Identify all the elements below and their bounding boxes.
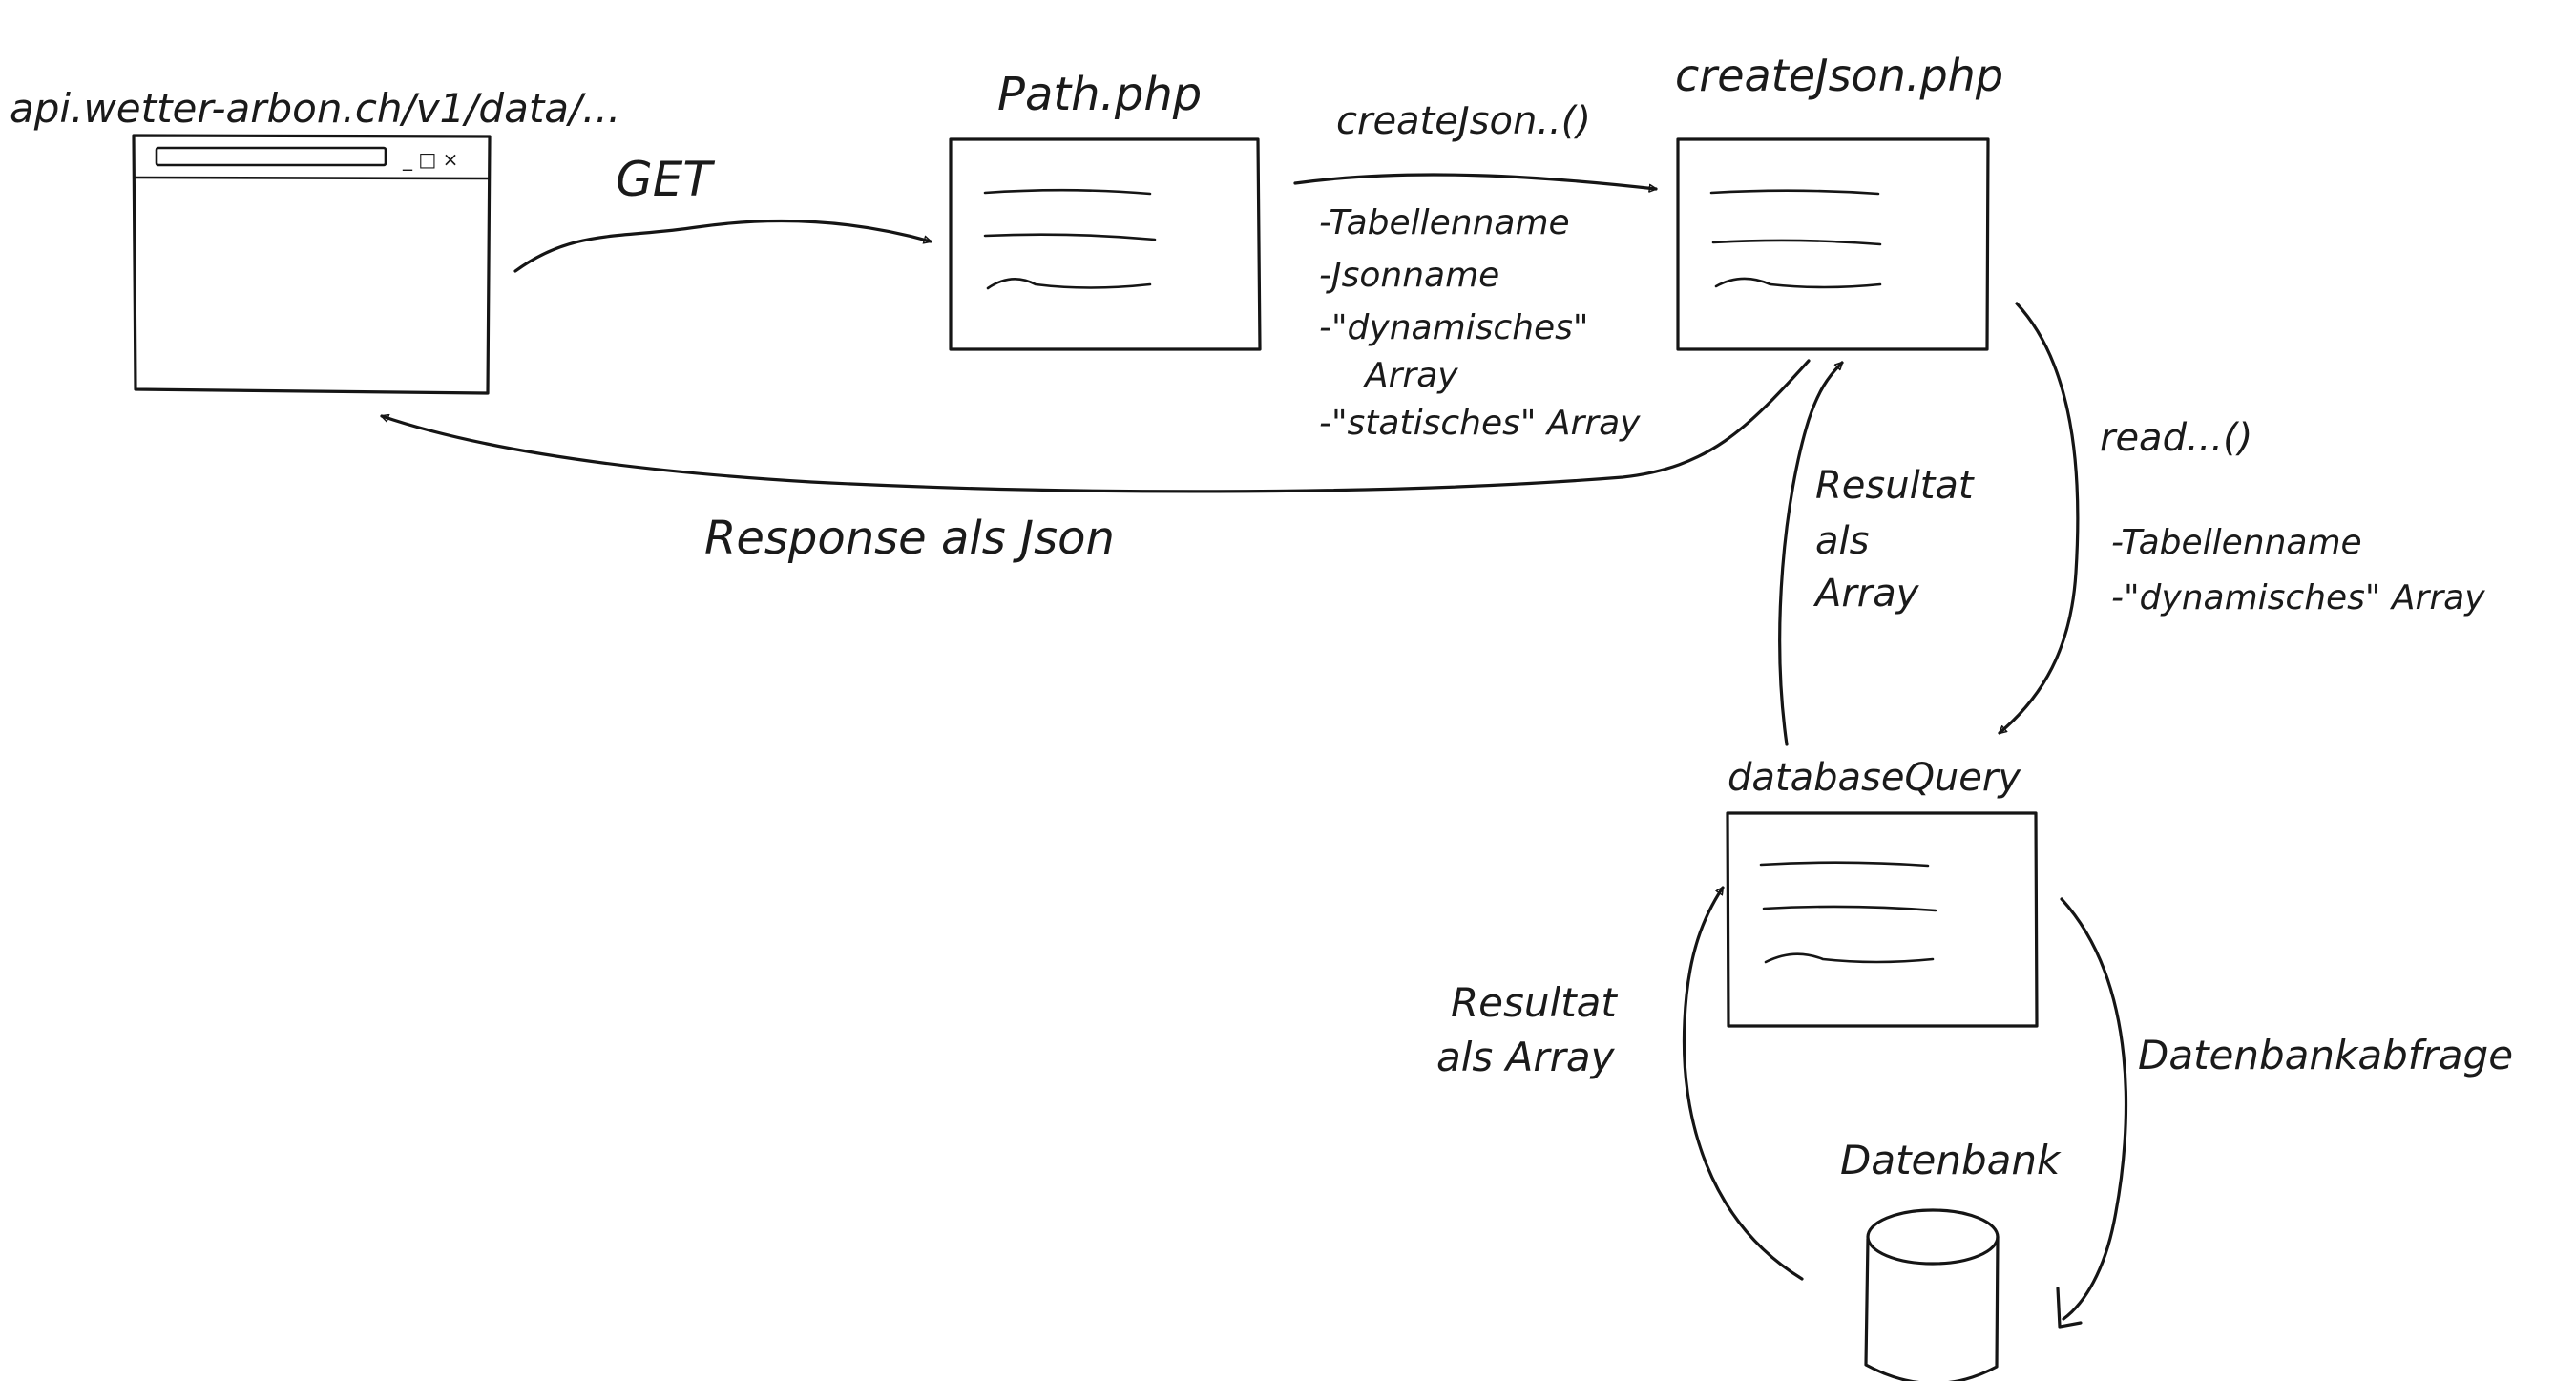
database-cylinder: Datenbank [1840, 1137, 2062, 1381]
content-line [983, 188, 1152, 196]
param-array: Array [1363, 356, 1458, 395]
read-param-tabellenname: -Tabellenname [2111, 523, 2362, 562]
create-json-php-frame [1676, 137, 1990, 351]
db-query-arrow: Datenbankabfrage [2056, 897, 2513, 1329]
result-to-query-line [1682, 888, 1804, 1281]
create-json-php-title: createJson.php [1675, 50, 2003, 101]
result-to-create-json-arrow: Resultat als Array [1778, 363, 1975, 746]
content-line [983, 233, 1157, 241]
content-line [1709, 189, 1880, 196]
param-jsonname: -Jsonname [1319, 256, 1499, 295]
path-php-title: Path.php [997, 68, 1202, 121]
content-line [1762, 905, 1937, 912]
result-to-create-json-line [1778, 363, 1842, 746]
database-query-box: databaseQuery [1726, 756, 2039, 1028]
create-json-call-arrow: createJson..() -Tabellenname -Jsonname -… [1293, 99, 1656, 443]
get-arrow: GET [513, 152, 931, 273]
result-query-line-1: Resultat [1451, 979, 1618, 1026]
cylinder-body [1864, 1235, 2000, 1381]
read-call-line [2000, 302, 2080, 735]
path-php-box: Path.php [949, 68, 1262, 351]
get-arrow-line [513, 219, 931, 273]
cylinder-top [1866, 1208, 2000, 1266]
read-call-arrow: read...() -Tabellenname -"dynamisches" A… [2000, 302, 2485, 735]
param-dynamisches: -"dynamisches" [1319, 308, 1588, 347]
content-line [1714, 277, 1882, 289]
browser-frame [132, 134, 492, 395]
read-call-label: read...() [2100, 416, 2252, 460]
create-json-call-line [1293, 173, 1656, 189]
get-label: GET [616, 152, 715, 207]
response-arrow-line [382, 359, 1811, 493]
db-query-line [2060, 897, 2128, 1321]
read-param-dynamisches: -"dynamisches" Array [2111, 578, 2485, 617]
db-query-label: Datenbankabfrage [2138, 1032, 2513, 1078]
response-label: Response als Json [704, 512, 1115, 565]
create-json-call-label: createJson..() [1336, 99, 1591, 143]
result-line-3: Array [1812, 572, 1920, 616]
database-query-title: databaseQuery [1728, 756, 2021, 800]
path-php-frame [949, 137, 1262, 351]
content-line [1759, 861, 1930, 868]
address-bar [155, 146, 387, 167]
param-statisches: -"statisches" Array [1319, 404, 1641, 443]
content-line [1764, 952, 1935, 964]
param-tabellenname: -Tabellenname [1319, 203, 1570, 242]
result-query-line-2: als Array [1436, 1034, 1616, 1080]
window-controls: _ □ × [402, 148, 458, 171]
content-line [1711, 239, 1882, 246]
db-query-arrow-tip [2056, 1287, 2083, 1329]
response-arrow: Response als Json [382, 359, 1811, 565]
database-title: Datenbank [1840, 1137, 2062, 1183]
content-line [986, 278, 1152, 290]
create-json-php-box: createJson.php [1675, 50, 2003, 351]
result-line-1: Resultat [1815, 464, 1975, 508]
database-query-frame [1726, 811, 2039, 1028]
browser-window: api.wetter-arbon.ch/v1/data/... _ □ × [10, 85, 620, 395]
result-line-2: als [1815, 519, 1869, 563]
browser-url: api.wetter-arbon.ch/v1/data/... [10, 85, 620, 132]
result-to-query-arrow: Resultat als Array [1436, 888, 1804, 1281]
